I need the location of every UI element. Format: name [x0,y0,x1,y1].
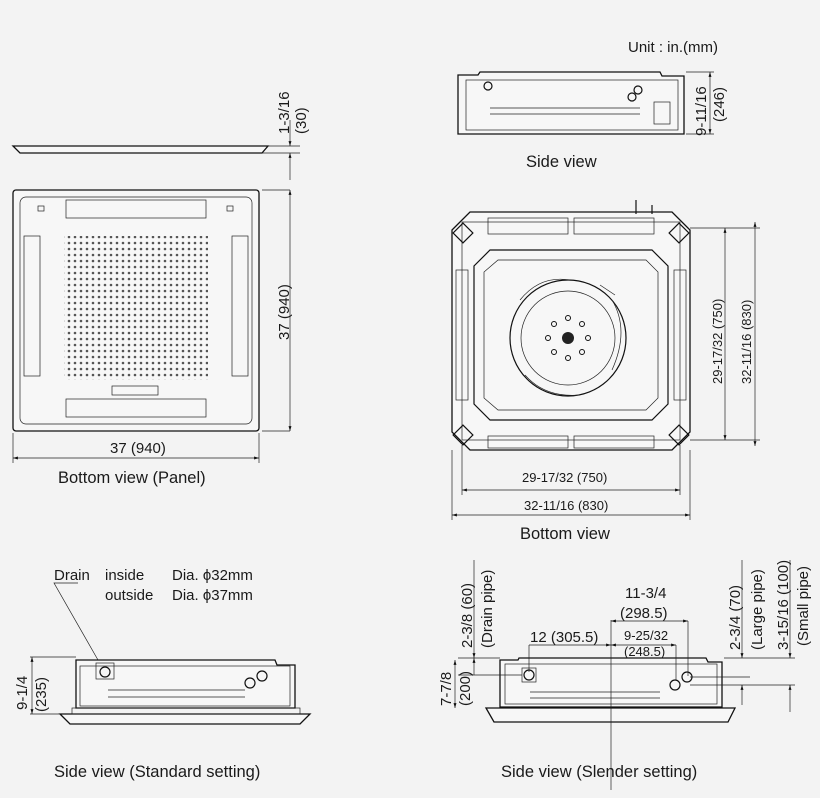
slender-dim-b: 12 (305.5) [530,629,598,646]
outer-horizontal-dim: 32-11/16 (830) [524,498,608,513]
slender-caption: Side view (Slender setting) [501,763,697,781]
panel-caption: Bottom view (Panel) [58,469,206,487]
large-pipe-label: (Large pipe) [749,569,766,650]
unit-side-view: 9-11/16 (246) Side view [457,71,728,171]
slender-side-view: 11-3/4 (298.5) 12 (305.5) 9-25/32 (248.5… [438,560,812,790]
small-pipe-label: (Small pipe) [795,566,812,646]
inner-horizontal-dim: 29-17/32 (750) [522,470,607,485]
panel-thickness-mm: (30) [293,107,310,134]
panel-thickness-in: 1-3/16 [276,91,293,134]
panel-width-dim: 37 (940) [110,440,166,457]
inside-label: inside [105,567,144,584]
panel-bottom-view: 37 (940) 37 (940) Bottom view (Panel) [12,189,293,487]
drain-pipe-label: (Drain pipe) [479,570,496,648]
side-height-in: 9-11/16 [693,86,710,136]
slender-dim-c-in: 9-25/32 [624,628,668,643]
slender-dim-a-mm: (298.5) [620,605,668,622]
inside-diameter: Dia. ϕ32mm [172,567,253,584]
drain-label: Drain [54,567,90,584]
unit-bottom-view: 29-17/32 (750) 32-11/16 (830) 29-17/32 (… [451,200,760,543]
slender-dim-c-mm: (248.5) [624,644,665,659]
outside-diameter: Dia. ϕ37mm [172,587,253,604]
outside-label: outside [105,587,153,604]
slender-height-in: 7-7/8 [438,672,455,706]
standard-side-view: Drain inside outside Dia. ϕ32mm Dia. ϕ37… [14,567,312,781]
panel-side-view: 1-3/16 (30) [11,91,310,180]
inner-vertical-dim: 29-17/32 (750) [710,299,725,384]
outer-vertical-dim: 32-11/16 (830) [739,300,754,384]
standard-height-mm: (235) [33,677,50,712]
slender-dim-a-in: 11-3/4 [625,585,666,602]
side-caption: Side view [526,153,597,171]
bottom-caption: Bottom view [520,525,610,543]
side-height-mm: (246) [711,87,728,122]
slender-height-mm: (200) [457,671,474,706]
drain-pipe-height: 2-3/8 (60) [459,583,476,648]
large-pipe-height: 2-3/4 (70) [727,585,744,650]
small-pipe-height: 3-15/16 (100) [775,560,792,650]
unit-label: Unit : in.(mm) [628,39,718,56]
panel-height-dim: 37 (940) [276,284,293,340]
standard-caption: Side view (Standard setting) [54,763,260,781]
standard-height-in: 9-1/4 [14,676,31,710]
